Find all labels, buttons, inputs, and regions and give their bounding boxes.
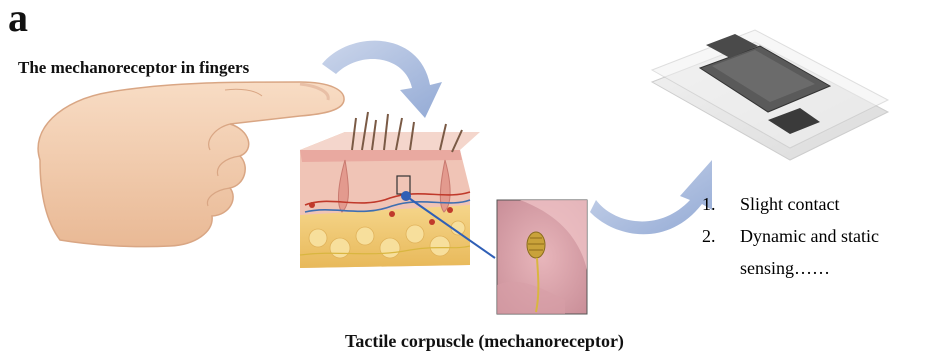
skin-cross-section bbox=[300, 112, 480, 268]
tactile-corpuscle-zoom bbox=[497, 200, 587, 314]
list-item: 2. Dynamic and static bbox=[702, 220, 879, 252]
list-item: 1. Slight contact bbox=[702, 188, 879, 220]
feature-list: 1. Slight contact 2. Dynamic and static … bbox=[702, 188, 879, 284]
list-item: sensing…… bbox=[702, 252, 879, 284]
sensor-device bbox=[652, 30, 888, 160]
pointing-hand bbox=[38, 82, 344, 247]
corpuscle-to-sensor-arrow bbox=[590, 160, 712, 234]
